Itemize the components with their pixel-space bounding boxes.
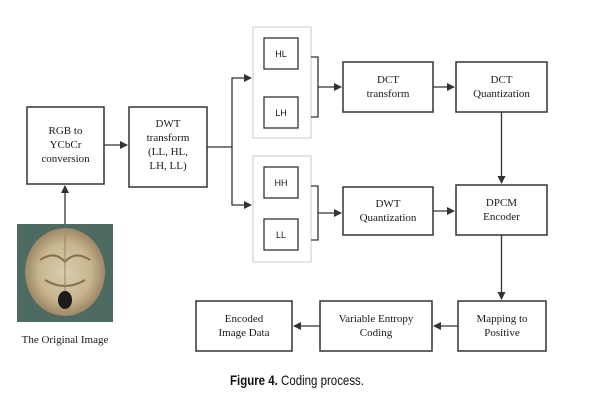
dwt-quant-line-1: DWT (375, 198, 400, 210)
rgb-box-line-1: RGB to (49, 125, 83, 137)
subband-group-upper: HL LH (252, 26, 312, 139)
subband-lh-box (263, 96, 299, 129)
mapping-line-2: Positive (484, 327, 520, 339)
dwt-box-line-3: (LL, HL, (148, 146, 188, 158)
dct-transform-line-1: DCT (377, 74, 399, 86)
arrow-dwt-to-hl-lh (207, 74, 252, 148)
mapping-to-positive-box: Mapping to Positive (457, 300, 547, 352)
dpcm-line-1: DPCM (486, 197, 517, 209)
subband-ll-box (263, 218, 299, 251)
dct-quant-line-1: DCT (491, 74, 513, 86)
encoded-line-1: Encoded (225, 313, 264, 325)
dwt-quantization-box: DWT Quantization (342, 186, 434, 236)
dpcm-encoder-box: DPCM Encoder (455, 184, 548, 236)
figure-caption: Figure 4. Coding process. (53, 372, 540, 388)
arrow-dwt-to-hh-ll (231, 147, 252, 209)
coding-process-diagram: RGB to YCbCr conversion The Original Ima… (17, 26, 548, 352)
bracket-upper-to-dct (311, 56, 341, 118)
dct-transform-box: DCT transform (342, 61, 434, 113)
variable-entropy-coding-box: Variable Entropy Coding (319, 300, 433, 352)
subband-hh-box (263, 166, 299, 199)
dwt-transform-box: DWT transform (LL, HL, LH, LL) (128, 106, 208, 188)
dct-quant-line-2: Quantization (473, 88, 530, 100)
dct-transform-line-2: transform (367, 88, 410, 100)
subband-hh-label: HH (275, 178, 288, 188)
dwt-box-line-1: DWT (155, 118, 180, 130)
subband-group-lower: HH LL (252, 155, 312, 263)
dwt-box-line-4: LH, LL) (149, 160, 187, 172)
subband-hl-label: HL (275, 49, 287, 59)
bracket-lower-to-dwt-quant (311, 185, 341, 241)
original-image-caption: The Original Image (22, 334, 109, 346)
subband-hl-box (263, 37, 299, 70)
dct-quantization-box: DCT Quantization (455, 61, 548, 113)
dwt-box-line-2: transform (147, 132, 190, 144)
rgb-box-line-2: YCbCr (50, 139, 82, 151)
entropy-line-2: Coding (360, 327, 393, 339)
encoded-line-2: Image Data (219, 327, 270, 339)
original-image: The Original Image (17, 224, 113, 346)
mapping-line-1: Mapping to (476, 313, 528, 325)
rgb-to-ycbcr-box: RGB to YCbCr conversion (26, 106, 105, 185)
figure-caption-text: Coding process. (277, 372, 364, 388)
dwt-quant-line-2: Quantization (360, 212, 417, 224)
entropy-line-1: Variable Entropy (339, 313, 414, 325)
encoded-image-data-box: Encoded Image Data (195, 300, 293, 352)
rgb-box-line-3: conversion (41, 153, 90, 165)
subband-lh-label: LH (275, 108, 287, 118)
dpcm-line-2: Encoder (483, 211, 520, 223)
subband-ll-label: LL (276, 230, 286, 240)
figure-caption-label: Figure 4. (229, 372, 278, 388)
